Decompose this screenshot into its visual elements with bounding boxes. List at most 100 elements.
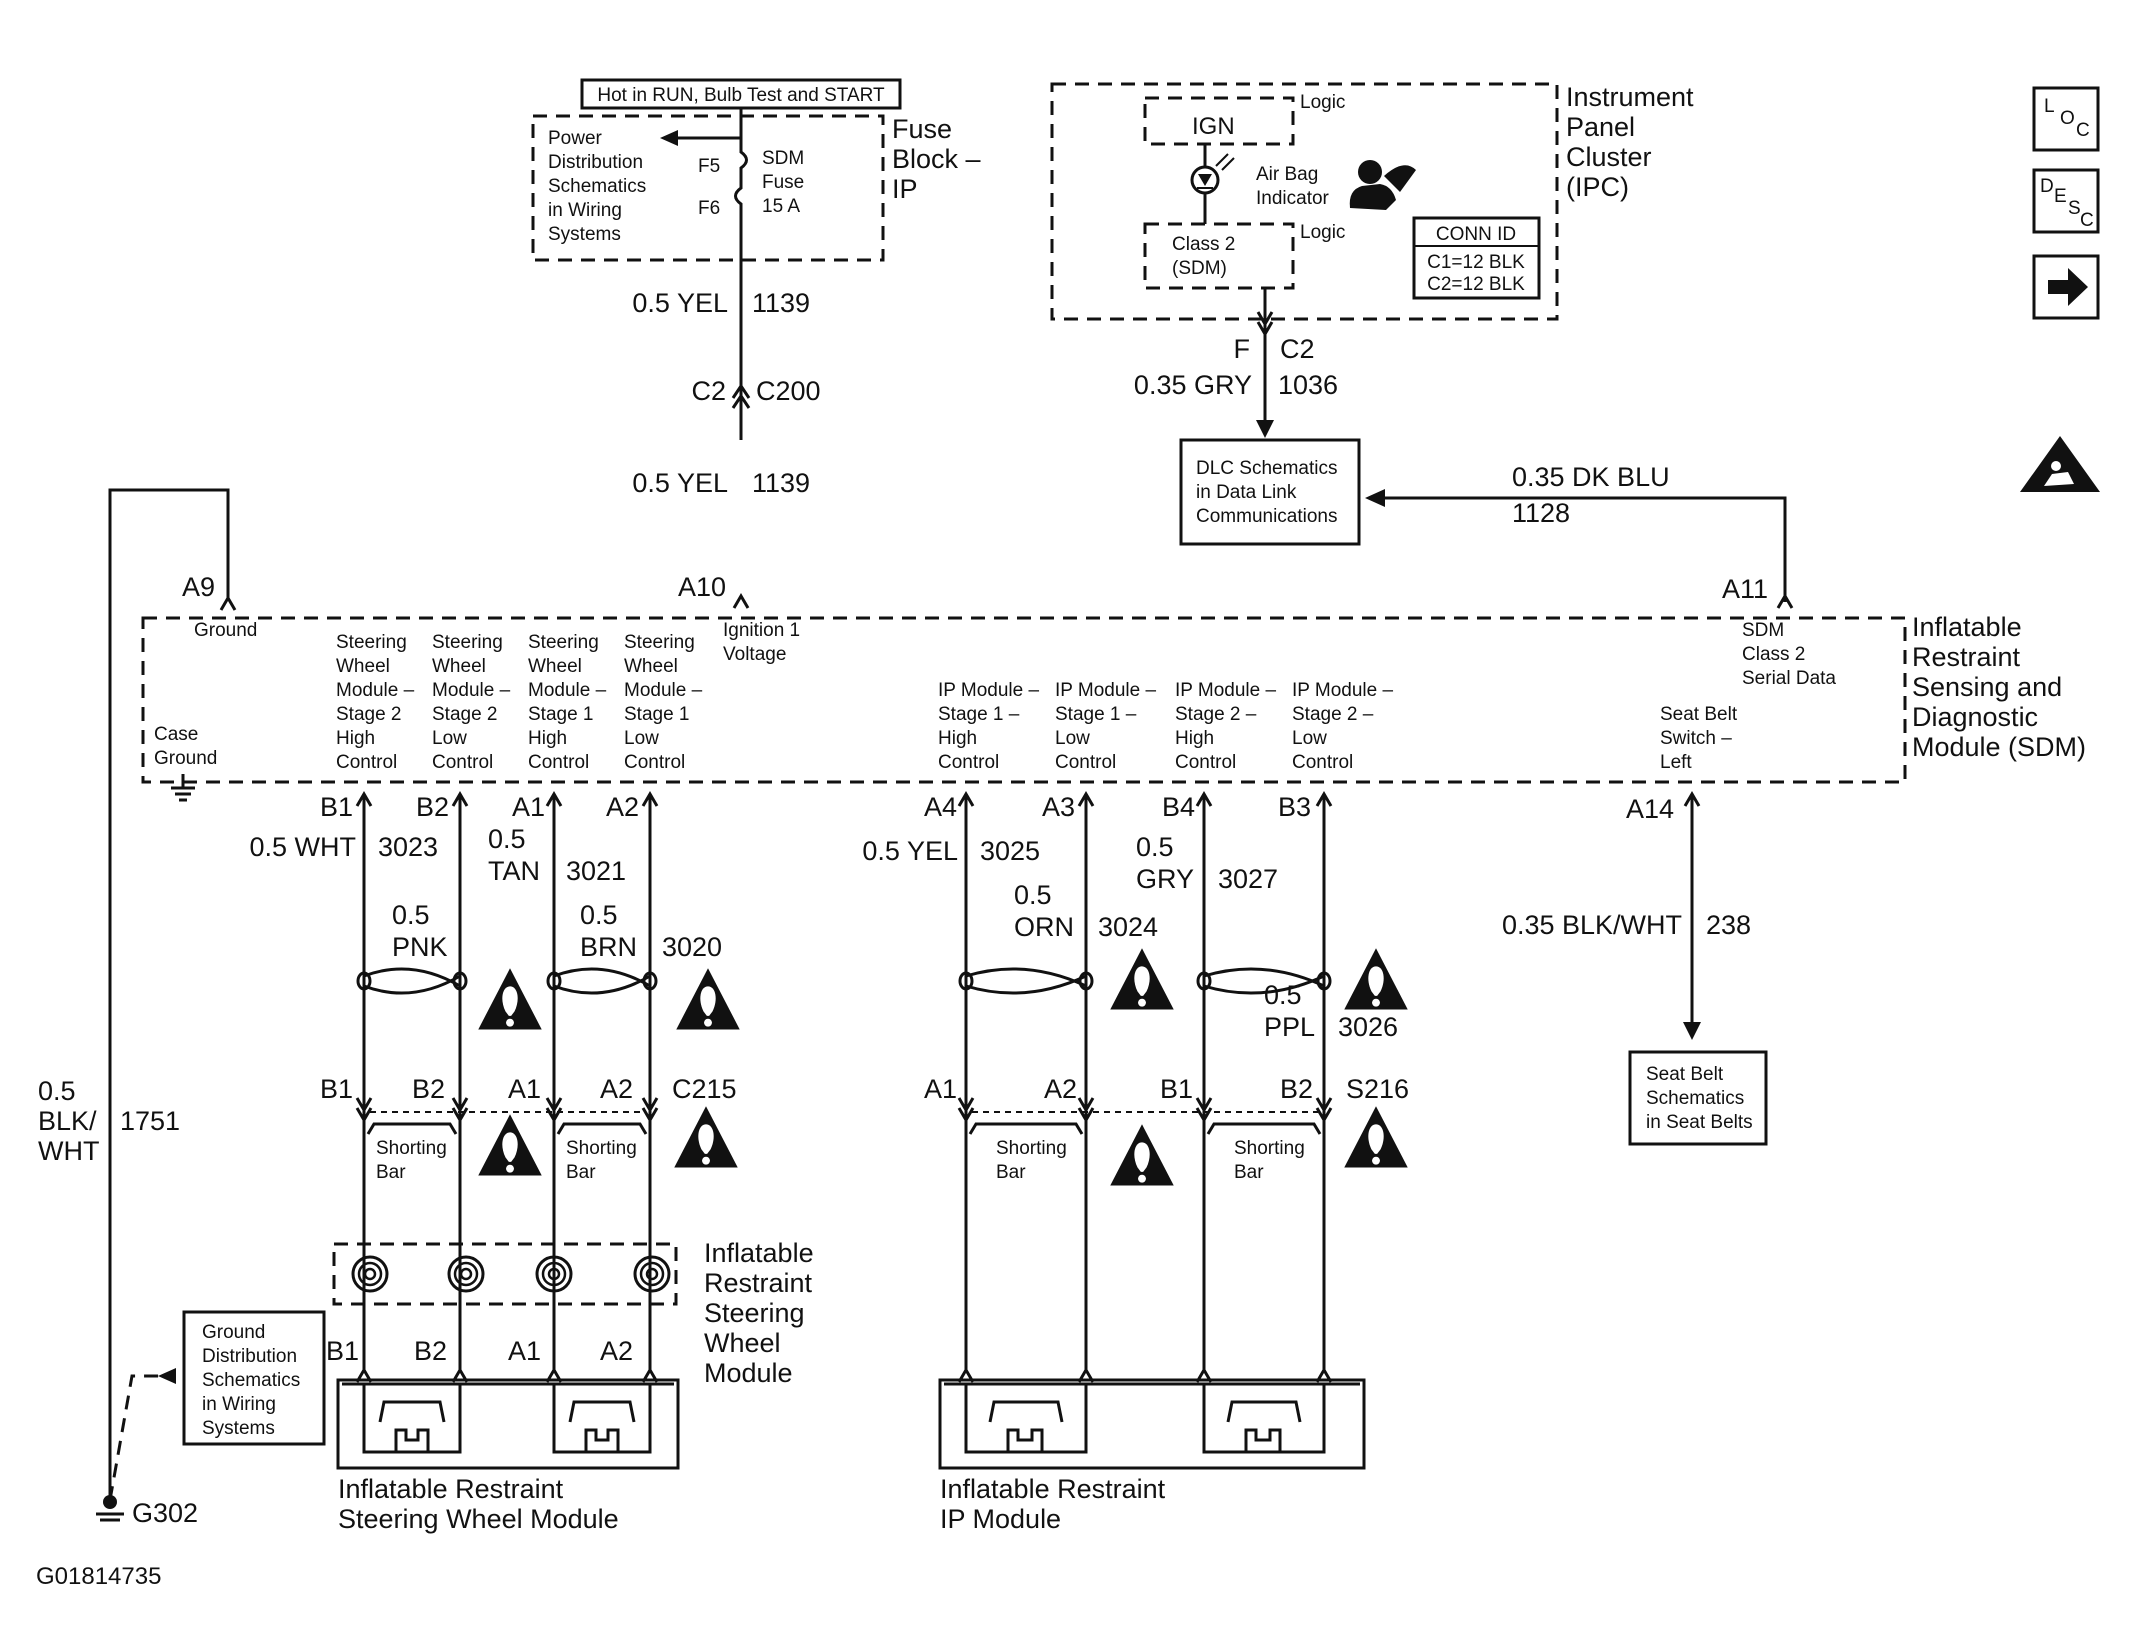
svg-text:Module –: Module – (528, 680, 607, 701)
svg-text:Bar: Bar (566, 1162, 596, 1183)
svg-text:B2: B2 (412, 1074, 445, 1104)
ground-label: Ground (194, 620, 257, 641)
svg-text:C215: C215 (672, 1074, 737, 1104)
svg-text:A14: A14 (1626, 794, 1674, 824)
svg-text:Diagnostic: Diagnostic (1912, 702, 2038, 732)
svg-text:Stage 1 –: Stage 1 – (938, 704, 1020, 725)
svg-text:Steering: Steering (528, 632, 599, 653)
steering-wheel-module: B1 B2 A1 A2 Inflatable Restraint Steerin… (326, 1336, 680, 1534)
svg-text:Stage 1: Stage 1 (528, 704, 594, 725)
svg-text:A2: A2 (1044, 1074, 1077, 1104)
svg-text:A1: A1 (512, 792, 545, 822)
svg-text:PNK: PNK (392, 932, 448, 962)
wire-1036-color: 0.35 GRY (1134, 370, 1252, 400)
arrow-left-icon (660, 130, 678, 146)
svg-text:C2=12 BLK: C2=12 BLK (1427, 274, 1525, 295)
svg-text:0.5: 0.5 (1014, 880, 1052, 910)
class2-sdm-label: Class 2 (SDM) (1172, 234, 1235, 279)
svg-text:Cluster: Cluster (1566, 142, 1652, 172)
pin-a11: A11 (1722, 574, 1768, 604)
svg-text:B2: B2 (1280, 1074, 1313, 1104)
sw-stage2-low-label: Steering Wheel Module – Stage 2 Low Cont… (432, 632, 511, 773)
svg-text:Shorting: Shorting (996, 1138, 1067, 1159)
wire-1128-circuit: 1128 (1512, 498, 1570, 528)
seatbelt-note: Seat Belt Schematics in Seat Belts (1628, 1050, 1768, 1146)
svg-text:IP Module –: IP Module – (1292, 680, 1393, 701)
ground-icon (103, 1495, 117, 1509)
connector-s216: A1 A2 B1 B2 S216 Shorting Bar Shorting B… (924, 1074, 1409, 1183)
svg-text:Wheel: Wheel (704, 1328, 781, 1358)
svg-text:Steering: Steering (336, 632, 407, 653)
twisted-pair-icons (356, 967, 1332, 995)
svg-text:Wheel: Wheel (624, 656, 678, 677)
svg-text:A2: A2 (606, 792, 639, 822)
wire-3027-label: 0.5 GRY 3027 (1136, 832, 1278, 894)
svg-text:in Wiring: in Wiring (202, 1394, 276, 1415)
svg-text:B4: B4 (1162, 792, 1195, 822)
svg-text:Distribution: Distribution (548, 152, 643, 173)
svg-text:Inflatable: Inflatable (1912, 612, 2022, 642)
svg-text:A2: A2 (600, 1336, 633, 1366)
svg-text:Bar: Bar (376, 1162, 406, 1183)
svg-text:C200: C200 (756, 376, 821, 406)
ign-label: IGN (1192, 113, 1235, 140)
desc-icon[interactable]: D E S C (2032, 168, 2100, 234)
svg-text:Module –: Module – (624, 680, 703, 701)
svg-text:Schematics: Schematics (1646, 1088, 1744, 1109)
airbag-wires (355, 791, 1701, 1372)
connector-c200: C2 C200 (691, 376, 821, 409)
svg-text:Sensing and: Sensing and (1912, 672, 2062, 702)
arrow-down-icon (1256, 420, 1274, 438)
svg-text:Seat Belt: Seat Belt (1660, 704, 1738, 725)
svg-text:3027: 3027 (1218, 864, 1278, 894)
svg-text:High: High (938, 728, 977, 749)
svg-text:Switch –: Switch – (1660, 728, 1732, 749)
svg-text:in Seat Belts: in Seat Belts (1646, 1112, 1753, 1133)
svg-text:Wheel: Wheel (336, 656, 390, 677)
airbag-warning-icon[interactable] (2020, 436, 2100, 492)
squib-icon (988, 1400, 1064, 1452)
svg-text:Stage 2 –: Stage 2 – (1292, 704, 1374, 725)
loc-icon[interactable]: L O C (2032, 86, 2100, 152)
svg-text:Restraint: Restraint (1912, 642, 2021, 672)
svg-text:Panel: Panel (1566, 112, 1635, 142)
wire-3021-label: 0.5 TAN 3021 (488, 824, 626, 886)
svg-text:Steering: Steering (704, 1298, 805, 1328)
svg-text:C1=12 BLK: C1=12 BLK (1427, 252, 1525, 273)
svg-text:Schematics: Schematics (202, 1370, 300, 1391)
svg-text:BLK/: BLK/ (38, 1106, 97, 1136)
ipc-title: Instrument Panel Cluster (IPC) (1566, 82, 1694, 202)
sdm-fuse-label: SDM Fuse 15 A (762, 148, 804, 217)
arrow-icon[interactable] (2032, 254, 2100, 320)
svg-text:Class 2: Class 2 (1172, 234, 1235, 255)
svg-text:Stage 2 –: Stage 2 – (1175, 704, 1257, 725)
svg-text:Control: Control (336, 752, 397, 773)
wire-3025-color: 0.5 YEL (862, 836, 958, 866)
svg-text:3020: 3020 (662, 932, 722, 962)
ip-stage1-low-label: IP Module – Stage 1 – Low Control (1055, 680, 1156, 773)
squib-icon (568, 1400, 636, 1452)
wire-3023-color: 0.5 WHT (249, 832, 356, 862)
ground-wire-1751: 0.5 BLK/ WHT 1751 (38, 778, 180, 1500)
svg-text:Module (SDM): Module (SDM) (1912, 732, 2086, 762)
svg-text:in Data Link: in Data Link (1196, 482, 1297, 503)
svg-text:Inflatable Restraint: Inflatable Restraint (940, 1474, 1166, 1504)
wire-1128-color: 0.35 DK BLU (1512, 462, 1670, 492)
svg-text:Module: Module (704, 1358, 793, 1388)
svg-text:O: O (2060, 108, 2075, 129)
wire-pnk-label: 0.5 PNK (392, 900, 448, 962)
svg-text:Power: Power (548, 128, 603, 149)
svg-text:WHT: WHT (38, 1136, 99, 1166)
svg-text:D: D (2040, 176, 2054, 197)
svg-text:Control: Control (624, 752, 685, 773)
svg-text:15 A: 15 A (762, 196, 800, 217)
svg-text:A1: A1 (924, 1074, 957, 1104)
svg-text:C2: C2 (691, 376, 726, 406)
svg-text:Ignition 1: Ignition 1 (723, 620, 800, 641)
svg-text:E: E (2054, 186, 2067, 207)
sdm-module: A9 A10 A11 Ground Case Ground Ignition 1… (108, 488, 2086, 824)
sw-stage2-high-label: Steering Wheel Module – Stage 2 High Con… (336, 632, 415, 773)
ip-stage2-high-label: IP Module – Stage 2 – High Control (1175, 680, 1276, 773)
svg-text:IP Module: IP Module (940, 1504, 1061, 1534)
pin-a9: A9 (182, 572, 215, 602)
